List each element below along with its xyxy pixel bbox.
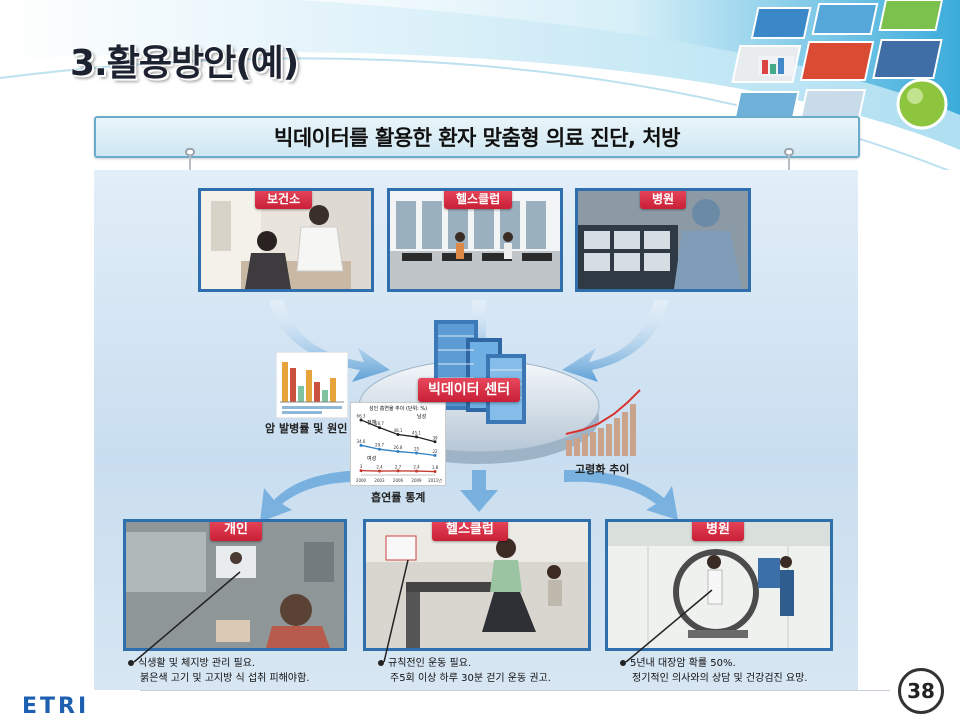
output-note-hospital: 5년내 대장암 확률 50%. 정기적인 의사와의 상담 및 건강검진 요망. [620,656,807,686]
x-tick-label-3: 2009 [411,478,422,483]
x-tick-label-0: 2000 [356,478,367,483]
smoking-line-chart: 66.3 56.7 48.1 45.1 39 34.6 29.7 26.8 25 22 3 2.4 2.… [356,413,442,483]
data-point-2-3 [415,469,418,473]
data-point-0-2 [396,433,400,437]
smoking-chart-card: 성인 흡연율 추이 (단위: %) 전체 남성 여성 66.3 56.7 48.1 4… [350,402,446,486]
data-point-0-3 [415,435,418,439]
data-point-0-4 [433,440,437,444]
aging-chart-thumbnail [565,389,641,456]
data-point-2-2 [396,469,400,473]
data-point-1-2 [396,450,400,454]
subtitle-text: 빅데이터를 활용한 환자 맞춤형 의료 진단, 처방 [274,126,680,150]
subtitle-banner: 빅데이터를 활용한 환자 맞춤형 의료 진단, 처방 [94,116,860,158]
inflow-arrow-left [269,300,390,382]
cancer-chart-thumbnail [276,352,348,418]
health-center-photo [201,191,371,289]
outflow-arrow-center [460,470,498,512]
data-label-1-2: 26.8 [394,445,403,450]
data-point-0-1 [378,426,381,430]
source-label-hospital: 병원 [640,191,687,209]
slide-title: 3.활용방안(예) [70,43,299,84]
smoking-chart-unit: (단위: %) [405,406,428,412]
data-label-0-3: 45.1 [412,430,421,435]
data-label-1-3: 25 [414,447,420,452]
data-point-1-4 [433,453,437,457]
inflow-arrow-right [562,300,669,382]
source-label-health-center: 보건소 [255,191,313,209]
etri-logo: ETRI [22,694,132,720]
x-tick-label-2: 2006 [393,478,404,483]
source-card-gym: 헬스클럽 [387,188,563,292]
data-label-2-4: 1.8 [432,465,439,470]
output-label-hospital: 병원 [692,522,744,541]
output-label-individual: 개인 [210,522,262,541]
etri-logo-text: ETRI [22,694,89,716]
output-card-individual: 개인 [123,519,347,651]
source-label-gym: 헬스클럽 [444,191,513,209]
data-label-0-4: 39 [432,435,438,440]
cancer-caption: 암 발병률 및 원인 [265,422,348,435]
data-label-1-1: 29.7 [375,443,384,448]
smoking-legend-male: 남성 [417,414,427,420]
data-label-1-4: 22 [432,449,438,454]
footer-divider [140,690,890,691]
data-label-2-1: 2.4 [376,465,383,470]
smoking-legend-total: 전체 [367,420,377,426]
source-card-hospital: 병원 [575,188,751,292]
smoking-legend-female: 여성 [367,456,377,462]
x-tick-label-1: 2003 [374,478,385,483]
output-card-hospital: 병원 [605,519,833,651]
data-point-2-4 [433,470,437,474]
screen-collage-image [640,0,960,170]
aging-caption: 고령화 추이 [575,463,630,476]
output-note-gym: 규칙전인 운동 필요. 주5회 이상 하루 30분 걷기 운동 권고. [378,656,551,686]
output-note-individual: 식생활 및 체지방 관리 필요. 붉은색 고기 및 고지방 식 섭취 피해야함. [128,656,309,686]
data-label-1-0: 34.6 [357,439,366,444]
smoking-caption: 흡연률 통계 [371,491,426,504]
data-point-1-3 [415,451,418,455]
outflow-arrow-right [564,470,678,520]
source-card-health-center: 보건소 [198,188,374,292]
big-data-center-label: 빅데이터 센터 [418,378,521,402]
data-label-0-0: 66.3 [357,413,366,418]
output-label-gym: 헬스클럽 [432,522,508,541]
hospital-scan-photo [608,522,830,648]
outflow-arrow-left [260,470,374,522]
x-tick-label-4: 2011년 [428,477,442,483]
smoking-chart-title: 성인 흡연율 추이 [369,406,405,412]
data-point-2-0 [359,469,363,473]
data-point-2-1 [378,469,381,473]
data-label-2-0: 3 [360,464,363,469]
data-label-2-2: 2.7 [395,464,402,469]
data-point-1-1 [378,447,381,451]
data-point-0-0 [359,418,363,422]
data-point-1-0 [359,443,363,447]
page-number: 38 [898,668,944,714]
individual-photo [126,522,344,648]
output-card-gym: 헬스클럽 [363,519,591,651]
data-label-0-1: 56.7 [375,421,384,426]
data-label-0-2: 48.1 [394,428,403,433]
data-label-2-3: 2.4 [413,465,420,470]
